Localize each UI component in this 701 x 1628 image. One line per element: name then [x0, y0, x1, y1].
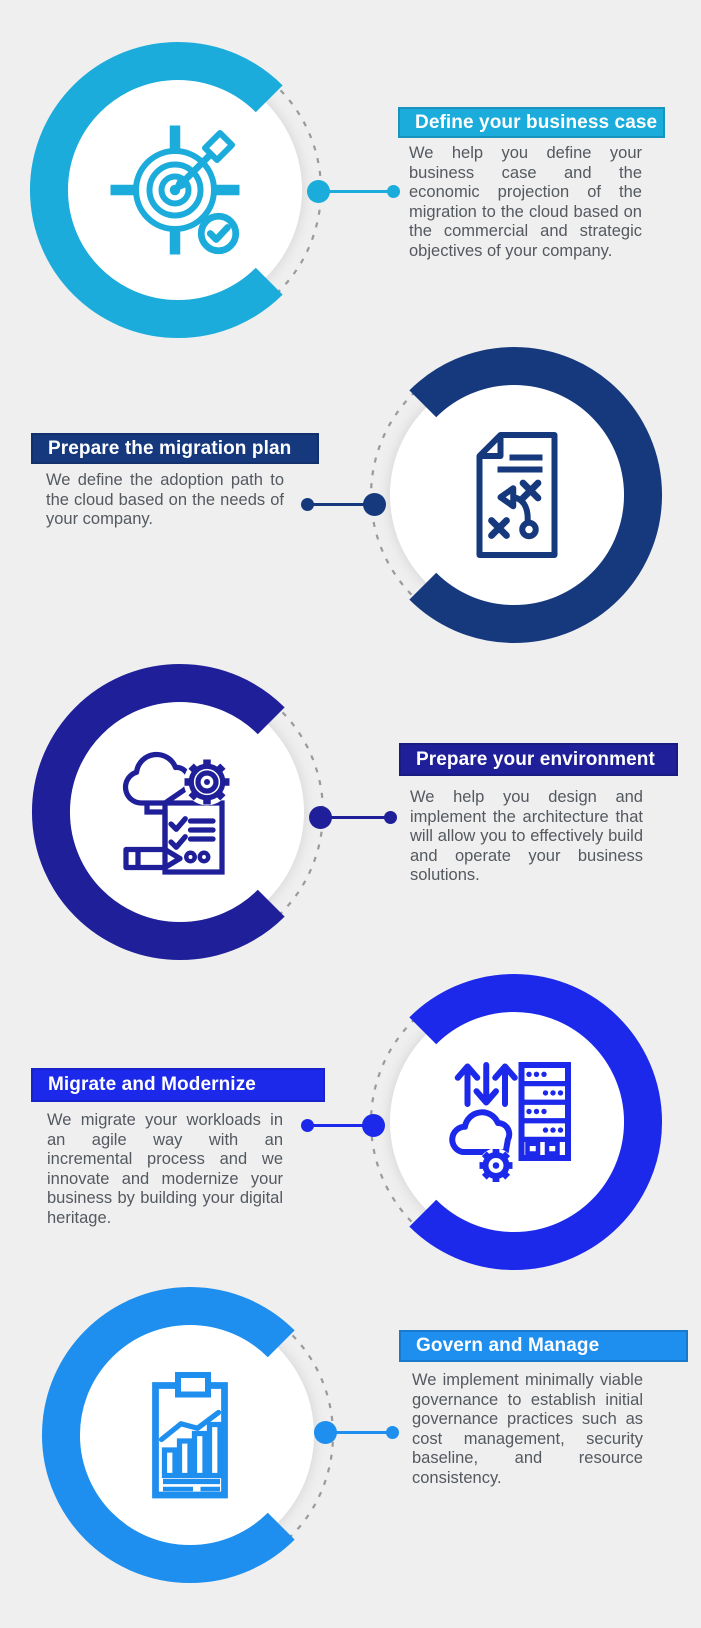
connector-line	[307, 502, 374, 506]
connector-dot-large	[361, 1113, 385, 1137]
report-chart-icon	[152, 1372, 228, 1499]
connector-dot-large	[308, 805, 332, 829]
connector-line	[307, 1123, 373, 1127]
connector-dot-small	[300, 1118, 314, 1132]
connector-dot-small	[383, 810, 397, 824]
circle-disc	[66, 1311, 314, 1559]
connector-dot-small	[386, 184, 400, 198]
pencil-glyph	[123, 846, 183, 871]
step-title-bar: Prepare your environment	[399, 743, 678, 776]
circle-disc	[390, 371, 638, 619]
step-4-circle	[354, 962, 674, 1282]
progress-ring	[370, 347, 662, 643]
step-5-circle	[30, 1275, 350, 1595]
progress-ring	[370, 974, 662, 1270]
connector-line	[325, 1430, 392, 1434]
step-title-bar: Prepare the migration plan	[31, 433, 319, 464]
circle-disc	[56, 688, 304, 936]
connector-dot-large	[313, 1420, 337, 1444]
step-title: Prepare the migration plan	[48, 437, 292, 459]
connector-line	[318, 189, 393, 193]
step-title-bar: Define your business case	[398, 107, 665, 138]
connector-dot-small	[300, 497, 314, 511]
connector-dot-small	[385, 1425, 399, 1439]
strategy-plan-icon	[476, 432, 558, 558]
target-goal-icon	[110, 125, 240, 255]
step-title: Govern and Manage	[416, 1335, 600, 1356]
connector-line	[320, 815, 390, 819]
step-title-bar: Migrate and Modernize	[31, 1068, 325, 1102]
connector-dot-large	[362, 492, 386, 516]
step-2-circle	[354, 335, 674, 655]
server-migration-icon	[449, 1062, 571, 1183]
step-title: Migrate and Modernize	[48, 1074, 256, 1095]
progress-ring	[42, 1287, 334, 1583]
step-title: Prepare your environment	[416, 748, 655, 770]
progress-ring	[30, 42, 322, 338]
step-description: We help you design and implement the arc…	[410, 788, 643, 884]
step-description: We implement minimally viable governance…	[412, 1371, 643, 1487]
step-title-bar: Govern and Manage	[399, 1330, 688, 1362]
step-description: We migrate your workloads in an agile wa…	[47, 1111, 283, 1227]
step-title: Define your business case	[415, 111, 658, 133]
step-3-circle	[20, 652, 340, 972]
progress-ring	[32, 664, 324, 960]
cloud-gear-checklist-icon	[122, 751, 231, 875]
connector-dot-large	[306, 179, 330, 203]
circle-disc	[390, 998, 638, 1246]
step-description: We define the adoption path to the cloud…	[46, 471, 284, 528]
gear-glyph	[478, 1148, 514, 1183]
step-1-circle	[18, 30, 338, 350]
circle-disc	[54, 66, 302, 314]
step-description: We help you define your business case an…	[409, 144, 642, 260]
gear-glyph	[183, 758, 231, 806]
